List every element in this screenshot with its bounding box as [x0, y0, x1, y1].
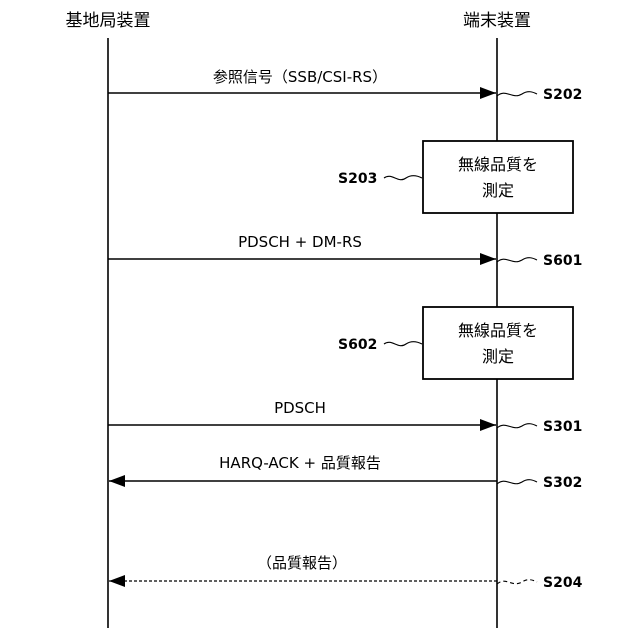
message-pdsch-dmrs: PDSCH + DM-RS S601: [108, 233, 582, 269]
process-text-line1: 無線品質を: [458, 321, 538, 340]
message-reference-signal: 参照信号（SSB/CSI-RS） S202: [108, 68, 582, 103]
message-label: PDSCH + DM-RS: [238, 233, 362, 251]
process-box: [423, 141, 573, 213]
step-label: S601: [543, 253, 582, 269]
step-leader: [497, 424, 537, 428]
process-measure-quality-2: 無線品質を 測定 S602: [338, 307, 573, 379]
message-harq-ack-report: HARQ-ACK + 品質報告 S302: [109, 454, 582, 491]
process-box: [423, 307, 573, 379]
step-label: S602: [338, 337, 377, 353]
message-label: PDSCH: [274, 399, 326, 417]
message-pdsch: PDSCH S301: [108, 399, 582, 435]
step-leader: [497, 580, 537, 584]
message-label: HARQ-ACK + 品質報告: [219, 454, 381, 472]
process-measure-quality-1: 無線品質を 測定 S203: [338, 141, 573, 213]
step-leader: [497, 92, 537, 96]
process-text-line2: 測定: [482, 347, 514, 366]
message-label: 参照信号（SSB/CSI-RS）: [213, 68, 387, 86]
message-quality-report-optional: （品質報告） S204: [109, 554, 583, 591]
step-leader: [384, 176, 422, 180]
step-label: S202: [543, 87, 582, 103]
step-label: S302: [543, 475, 582, 491]
process-text-line2: 測定: [482, 181, 514, 200]
step-leader: [497, 258, 537, 262]
message-label: （品質報告）: [257, 554, 347, 572]
step-leader: [497, 480, 537, 484]
base-station-header: 基地局装置: [66, 11, 151, 31]
step-label: S203: [338, 171, 377, 187]
step-label: S204: [543, 575, 583, 591]
step-label: S301: [543, 419, 582, 435]
step-leader: [384, 342, 422, 346]
terminal-header: 端末装置: [463, 11, 531, 31]
process-text-line1: 無線品質を: [458, 155, 538, 174]
